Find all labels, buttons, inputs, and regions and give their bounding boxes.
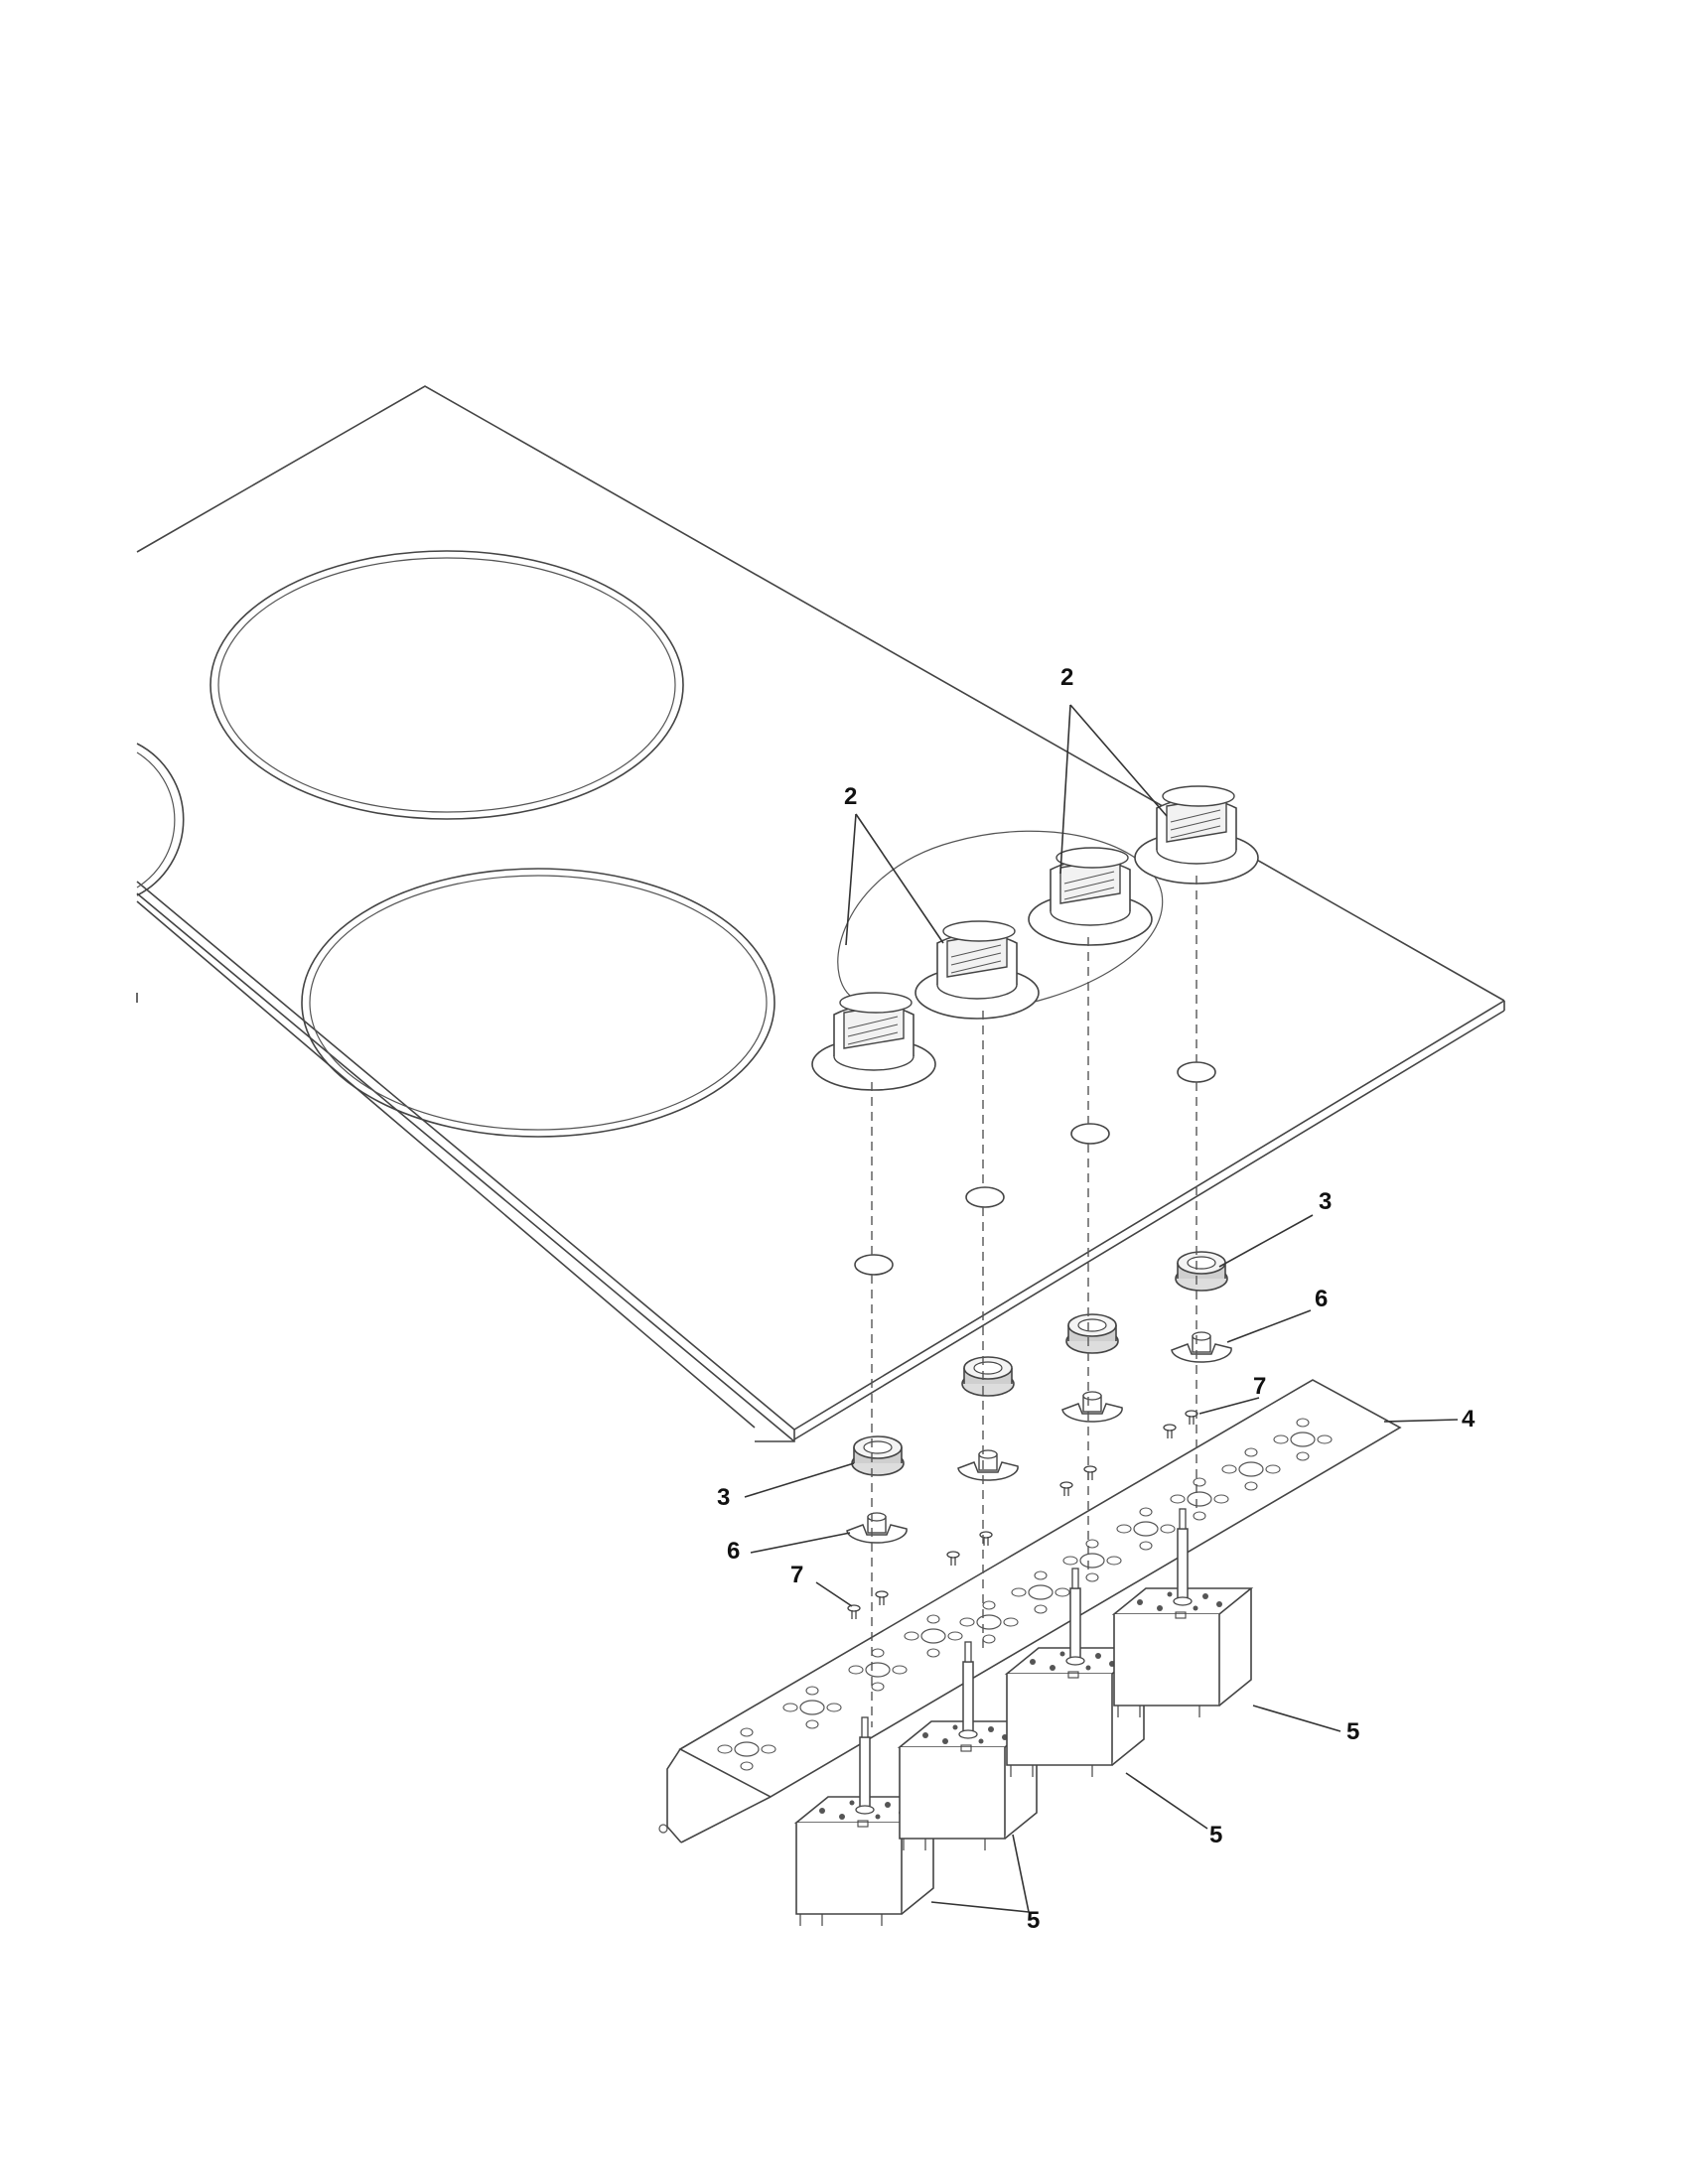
burner-bridge-outline xyxy=(837,830,1164,1012)
bezel-4 xyxy=(1175,1251,1228,1292)
clip-3 xyxy=(1061,1391,1123,1423)
callout-6-upper: 6 xyxy=(1315,1286,1328,1312)
callout-2-right: 2 xyxy=(1060,664,1073,691)
cooktop-glass xyxy=(136,385,1505,1442)
glass-holes xyxy=(854,1061,1216,1276)
burner-left-partial xyxy=(136,743,185,896)
knob-3 xyxy=(1028,847,1153,946)
callout-4: 4 xyxy=(1462,1406,1476,1433)
callout-2-left: 2 xyxy=(844,783,857,810)
callout-5-right: 5 xyxy=(1346,1718,1359,1745)
callout-7-upper: 7 xyxy=(1253,1373,1266,1400)
callout-6-lower: 6 xyxy=(727,1538,740,1565)
bezel-2 xyxy=(961,1356,1015,1397)
clip-2 xyxy=(957,1449,1019,1481)
burner-front-large xyxy=(301,868,775,1138)
knob-2 xyxy=(914,920,1040,1020)
clip-4 xyxy=(1171,1331,1232,1363)
callout-7-lower: 7 xyxy=(790,1562,803,1588)
switch-4 xyxy=(1113,1508,1252,1718)
assembly-axes xyxy=(871,876,1197,1727)
callout-5-middle: 5 xyxy=(1209,1822,1222,1848)
callout-5-left: 5 xyxy=(1027,1907,1040,1934)
bezel-3 xyxy=(1065,1313,1119,1354)
leader-lines xyxy=(744,704,1459,1913)
callout-3-lower: 3 xyxy=(717,1484,730,1511)
burner-rear-large xyxy=(210,550,684,820)
control-bracket xyxy=(658,1379,1402,1843)
callout-3-upper: 3 xyxy=(1319,1188,1332,1215)
bezel-1 xyxy=(851,1435,905,1476)
knob-1 xyxy=(811,992,936,1091)
clip-1 xyxy=(846,1512,908,1544)
